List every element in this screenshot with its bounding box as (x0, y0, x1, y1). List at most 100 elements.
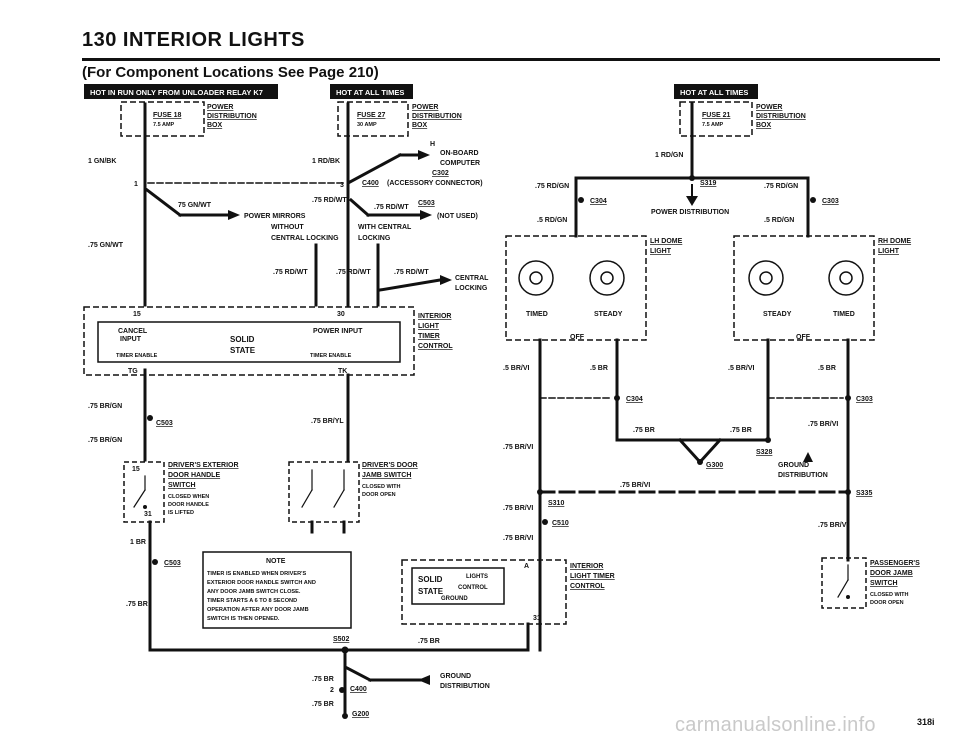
wire-rdgn-right: .75 RD/GN (764, 183, 798, 190)
connector-c400-bottom: C400 (350, 686, 367, 693)
wire-75brvi-r: .75 BR/VI (808, 421, 838, 428)
lh-dome-l2: LIGHT (650, 248, 672, 255)
timer-enable-right: TIMER ENABLE (310, 353, 352, 359)
bottom-wiring: S502 .75 BR .75 BR GROUND DISTRIBUTION 2… (148, 559, 615, 719)
connector-c503: C503 (156, 420, 173, 427)
jamb-l1: DRIVER'S DOOR (362, 462, 418, 469)
wire-rdwt-3: .75 RD/WT (273, 269, 308, 276)
note-line-6: SWITCH IS THEN OPENED. (207, 616, 280, 622)
splice-s335: S335 (856, 490, 872, 497)
fuse-21-box-l3: BOX (756, 122, 772, 129)
timer-label-l4: CONTROL (418, 343, 453, 350)
wire-75br-left: .75 BR (126, 601, 148, 608)
ext-note-l1: CLOSED WHEN (168, 494, 209, 500)
wire-rdgn-left: .75 RD/GN (535, 183, 569, 190)
wire-1gnbk: 1 GN/BK (88, 158, 116, 165)
timer-pin-30: 30 (337, 311, 345, 318)
pin-31-ext: 31 (144, 511, 152, 518)
ground-g200: G200 (352, 711, 369, 718)
bottom-lights: LIGHTS (466, 574, 488, 580)
connector-c503b: C503 (164, 560, 181, 567)
connector-c400: C400 (362, 180, 379, 187)
wire-rdwt-1: .75 RD/WT (312, 197, 347, 204)
fuse-18-box-l2: DISTRIBUTION (207, 113, 257, 120)
banner-right (674, 84, 758, 99)
bottom-solid-l1: SOLID (418, 575, 443, 584)
accessory-label: (ACCESSORY CONNECTOR) (387, 180, 483, 187)
connector-c304b: C304 (626, 396, 643, 403)
bottom-timer-l3: CONTROL (570, 583, 605, 590)
wire-5br-right: .5 BR (818, 365, 836, 372)
splice-s502: S502 (333, 636, 349, 643)
wire-1rdgn: 1 RD/GN (655, 152, 683, 159)
wire-5brvi-right: .5 BR/VI (728, 365, 755, 372)
connector-c503-mid: C503 (418, 200, 435, 207)
fuse-21-box-l2: DISTRIBUTION (756, 113, 806, 120)
connector-c510: C510 (552, 520, 569, 527)
ground-r-l2: DISTRIBUTION (778, 472, 828, 479)
note-line-1: TIMER IS ENABLED WHEN DRIVER'S (207, 571, 306, 577)
splice-s310: S310 (548, 500, 564, 507)
middle-wiring: 1 RD/BK H ON-BOARD COMPUTER C302 3 C400 … (271, 134, 489, 307)
wire-rdwt-5: .75 RD/WT (394, 269, 429, 276)
page-title: 130 INTERIOR LIGHTS (82, 29, 305, 51)
page-subtitle: (For Component Locations See Page 210) (82, 64, 379, 81)
pass-note-l2: DOOR OPEN (870, 600, 904, 606)
solid-l1: SOLID (230, 335, 255, 344)
pass-jamb-l1: PASSENGER'S (870, 560, 920, 567)
fuse-21-box-l1: POWER (756, 104, 782, 111)
ground-dist-l1: GROUND (440, 673, 471, 680)
wire-75br-b2: .75 BR (312, 676, 334, 683)
note-line-4: TIMER STARTS A 6 TO 8 SECOND (207, 598, 297, 604)
wire-5rdgn-right: .5 RD/GN (764, 217, 794, 224)
fuse-27-rating: 30 AMP (357, 122, 377, 128)
lh-dome-l1: LH DOME (650, 238, 683, 245)
power-dist-label: POWER DISTRIBUTION (651, 209, 729, 216)
lh-timed: TIMED (526, 311, 548, 318)
fuse-18-box-l1: POWER (207, 104, 233, 111)
connector-c303: C303 (822, 198, 839, 205)
fuse-18-rating: 7.5 AMP (153, 122, 175, 128)
pass-note-l1: CLOSED WITH (870, 592, 909, 598)
pass-jamb-l2: DOOR JAMB (870, 570, 913, 577)
pin-3: 3 (340, 182, 344, 189)
fuse-27-box-l3: BOX (412, 122, 428, 129)
fuse-18-box-l3: BOX (207, 122, 223, 129)
wire-75brvi-f: .75 BR/VI (818, 522, 848, 529)
fuse-27-box: FUSE 27 30 AMP POWER DISTRIBUTION BOX (337, 101, 462, 142)
timer-label-l1: INTERIOR (418, 313, 451, 320)
bottom-pin-31: 31 (533, 615, 541, 622)
wire-75brvi-l: .75 BR/VI (503, 444, 533, 451)
without-l1: WITHOUT (271, 224, 304, 231)
wire-1rdbk: 1 RD/BK (312, 158, 340, 165)
jamb-l2: JAMB SWITCH (362, 472, 411, 479)
title-rule (82, 58, 940, 61)
banner-middle-text: HOT AT ALL TIMES (336, 88, 404, 97)
page-reference: 318i (917, 717, 935, 727)
central-l1: CENTRAL (455, 275, 489, 282)
pin-15-ext: 15 (132, 466, 140, 473)
wire-bryl: .75 BR/YL (311, 418, 344, 425)
bottom-pin-a: A (524, 563, 529, 570)
banner-left (84, 84, 278, 99)
pin-2: 2 (330, 687, 334, 694)
ground-g300: G300 (706, 462, 723, 469)
bottom-control: CONTROL (458, 585, 488, 591)
wire-75brvi-c: .75 BR/VI (620, 482, 650, 489)
jamb-note-l1: CLOSED WITH (362, 484, 401, 490)
note-line-3: ANY DOOR JAMB SWITCH CLOSE. (207, 589, 301, 595)
splice-s319: S319 (700, 180, 716, 187)
lh-steady: STEADY (594, 311, 623, 318)
wire-brgn-1: .75 BR/GN (88, 403, 122, 410)
power-input: POWER INPUT (313, 328, 363, 335)
wire-75gnwt-b: .75 GN/WT (88, 242, 124, 249)
rh-dome-l1: RH DOME (878, 238, 911, 245)
note-title: NOTE (266, 558, 286, 565)
jamb-note-l2: DOOR OPEN (362, 492, 396, 498)
left-wiring: 1 GN/BK 1 75 GN/WT POWER MIRRORS .75 GN/… (88, 134, 346, 652)
ext-handle-l3: SWITCH (168, 482, 196, 489)
timer-label-l3: TIMER (418, 333, 440, 340)
timer-pin-tk: TK (338, 368, 347, 375)
cancel-l1: CANCEL (118, 328, 148, 335)
